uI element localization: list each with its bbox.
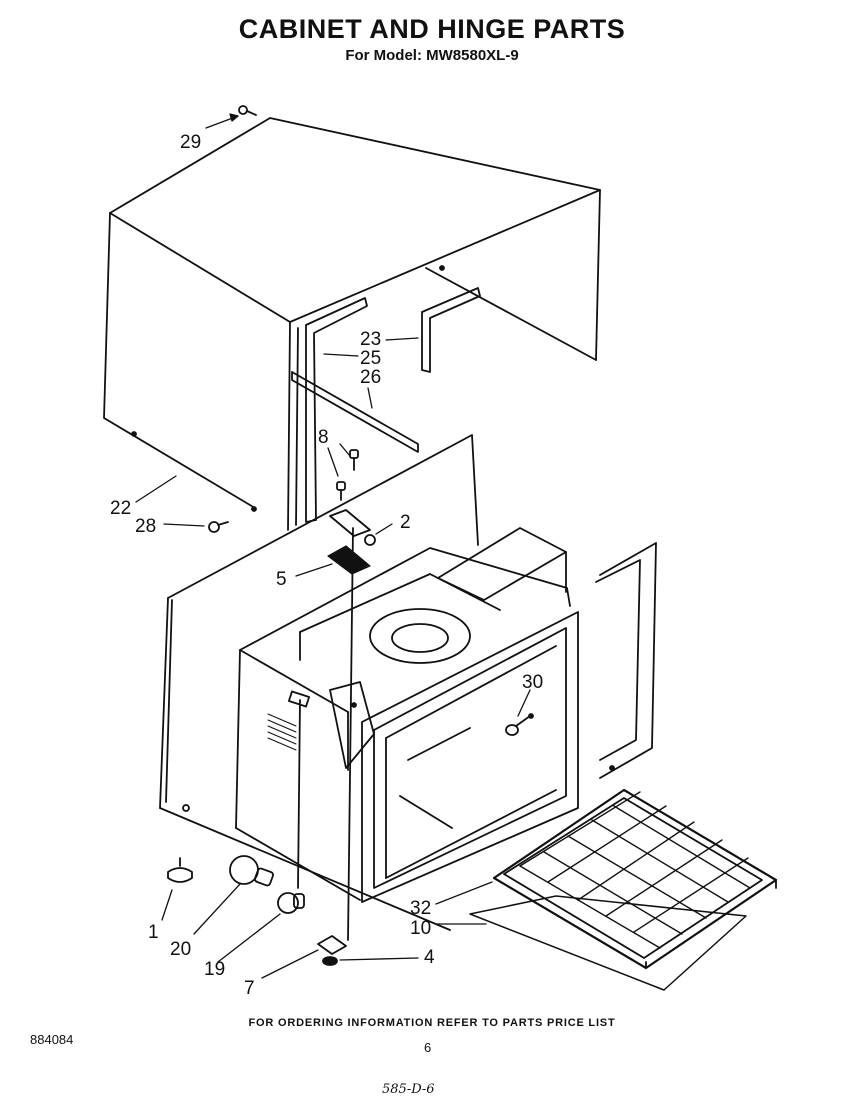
mounting-strips <box>291 287 481 523</box>
callout-1: 1 <box>148 922 159 943</box>
callout-numbers: 29 23 25 26 8 2 22 28 5 30 32 10 1 20 4 … <box>110 132 543 999</box>
callout-26: 26 <box>360 367 381 388</box>
handwritten-reference: 585-D-6 <box>382 1082 435 1097</box>
callout-4: 4 <box>424 947 435 968</box>
outer-cabinet-wrapper <box>103 117 601 531</box>
callout-19: 19 <box>204 959 225 980</box>
inner-cabinet-shell <box>159 434 657 931</box>
callout-20: 20 <box>170 939 191 960</box>
oven-chassis <box>235 527 579 903</box>
hinge-pin-assembly <box>297 527 371 966</box>
leader-lines <box>135 113 531 979</box>
model-subtitle: For Model: MW8580XL-9 <box>345 47 519 64</box>
hinge-and-screws <box>208 105 376 546</box>
page-title: CABINET AND HINGE PARTS <box>238 14 626 44</box>
callout-23: 23 <box>360 329 381 350</box>
callout-32: 32 <box>410 898 431 919</box>
callout-29: 29 <box>180 132 201 153</box>
callout-5: 5 <box>276 569 287 590</box>
callout-28: 28 <box>135 516 156 537</box>
small-components <box>167 713 534 914</box>
callout-7: 7 <box>244 978 255 999</box>
callout-10: 10 <box>410 918 431 939</box>
page-number: 6 <box>424 1040 432 1055</box>
callout-2: 2 <box>400 512 411 533</box>
callout-8: 8 <box>318 427 329 448</box>
callout-25: 25 <box>360 348 381 369</box>
rack-and-tray <box>469 788 778 991</box>
ordering-info-note: FOR ORDERING INFORMATION REFER TO PARTS … <box>248 1017 616 1029</box>
callout-30: 30 <box>522 672 543 693</box>
document-number: 884084 <box>30 1032 74 1047</box>
callout-22: 22 <box>110 498 131 519</box>
